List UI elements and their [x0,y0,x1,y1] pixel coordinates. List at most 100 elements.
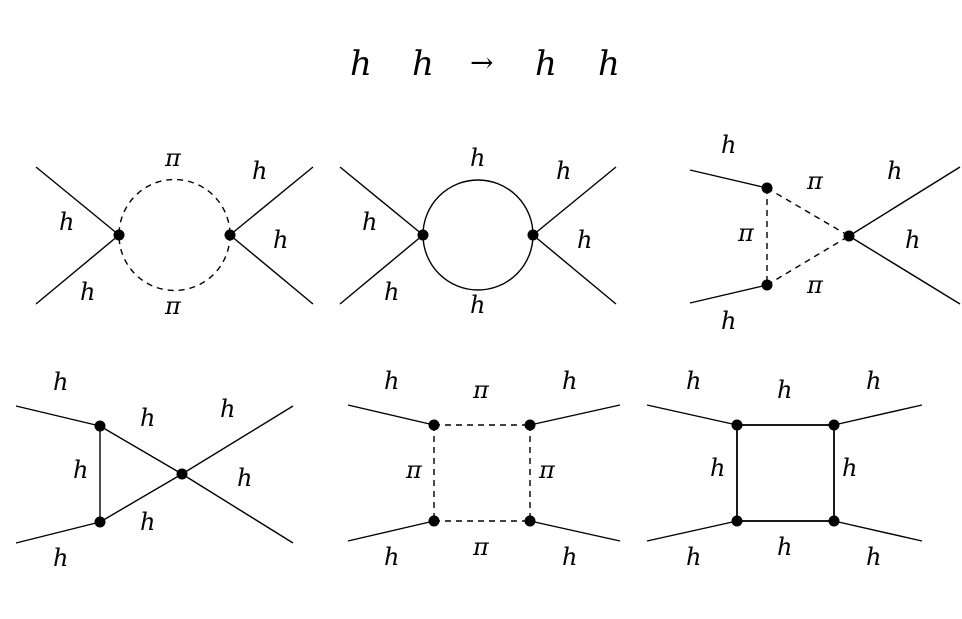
label-in-upper: h [721,131,736,159]
label-side-upper: h [140,404,155,432]
diagram-pion-bubble: π π h h h h [35,144,314,320]
higgs-box-loop [736,424,835,522]
label-ext-top-right: h [562,367,577,395]
label-side-lower: π [806,271,824,299]
label-loop-top: π [164,144,182,172]
label-prop-bottom: π [472,533,490,561]
label-in-upper: h [53,368,68,396]
vertex-left [113,229,125,241]
label-in-lower: h [721,307,736,335]
higgs-propagator-lower [99,473,183,523]
external-line-out-lower [848,235,961,305]
vertex-upper [94,420,106,432]
higgs-propagator-upper [99,425,183,475]
external-line-in-lower [35,234,120,305]
diagram-pion-box: h h h h π π π π [347,367,621,571]
pion-loop [118,178,231,292]
external-line-in-lower [15,521,101,544]
label-out-upper: h [220,395,235,423]
external-line-bottom-right [529,520,621,542]
vertex-upper [761,182,773,194]
vertex-lower [94,516,106,528]
label-ext-top-right: h [866,367,881,395]
label-out-upper: h [252,157,267,185]
label-out-lower: h [237,464,252,492]
external-line-in-upper [339,166,424,236]
label-prop-left: π [405,456,423,484]
external-line-in-upper [15,405,101,427]
label-loop-bottom: π [164,292,182,320]
external-line-in-lower [339,234,424,305]
external-line-in-upper [689,169,768,189]
pion-propagator-upper [766,187,850,237]
label-ext-top-left: h [686,367,701,395]
vertex-right [224,229,236,241]
external-line-in-upper [35,166,120,236]
vertex-lower [761,279,773,291]
vertex-bottom-right [524,515,536,527]
external-line-bottom-left [347,520,435,542]
label-prop-bottom: h [777,533,792,561]
external-line-top-right [833,404,923,426]
higgs-loop [422,179,534,291]
external-line-out-upper [532,166,617,236]
label-ext-bottom-right: h [866,543,881,571]
title-particle-1: h [350,44,372,84]
label-loop-bottom: h [470,291,485,319]
label-prop-right: π [538,456,556,484]
label-out-lower: h [577,226,592,254]
vertex-bottom-right [828,515,840,527]
label-loop-top: h [470,144,485,172]
external-line-out-lower [532,234,617,305]
label-ext-bottom-left: h [384,543,399,571]
external-line-out-lower [181,473,294,544]
vertex-top-right [828,419,840,431]
process-title: h h → h h [350,44,620,84]
label-in-upper: h [59,208,74,236]
label-ext-top-left: h [384,367,399,395]
label-out-upper: h [556,157,571,185]
external-line-bottom-right [833,520,923,542]
vertex-bottom-left [428,515,440,527]
label-prop-top: h [777,376,792,404]
vertex-top-right [524,419,536,431]
label-prop-left: h [710,454,725,482]
diagram-higgs-bubble: h h h h h h [339,144,617,319]
title-particle-3: h [535,44,557,84]
pion-propagator-lower [766,235,850,286]
external-line-in-lower [689,284,768,304]
diagram-pion-triangle: h h π π π h h [689,131,961,335]
external-line-top-left [347,404,435,426]
label-out-lower: h [905,226,920,254]
title-particle-4: h [598,44,620,84]
title-particle-2: h [412,44,434,84]
external-line-top-right [529,404,621,426]
label-in-lower: h [384,278,399,306]
external-line-out-upper [848,166,961,237]
external-line-out-upper [229,166,314,236]
label-prop-top: π [472,376,490,404]
label-in-lower: h [80,278,95,306]
external-line-bottom-left [646,520,738,542]
external-line-out-upper [181,405,294,475]
diagram-higgs-triangle: h h h h h h h [15,368,294,572]
vertex-right [176,468,188,480]
vertex-top-left [428,419,440,431]
external-line-out-lower [229,234,314,305]
vertex-right [527,229,539,241]
label-ext-bottom-left: h [686,543,701,571]
vertex-top-left [731,419,743,431]
vertex-bottom-left [731,515,743,527]
external-line-top-left [646,404,738,426]
vertex-right [843,230,855,242]
label-side-upper: π [806,167,824,195]
diagram-higgs-box: h h h h h h h h [646,367,923,571]
label-out-lower: h [273,226,288,254]
label-in-lower: h [53,544,68,572]
vertex-left [417,229,429,241]
label-side-left: h [73,456,88,484]
title-arrow: → [470,46,493,79]
label-out-upper: h [887,157,902,185]
label-in-upper: h [362,208,377,236]
